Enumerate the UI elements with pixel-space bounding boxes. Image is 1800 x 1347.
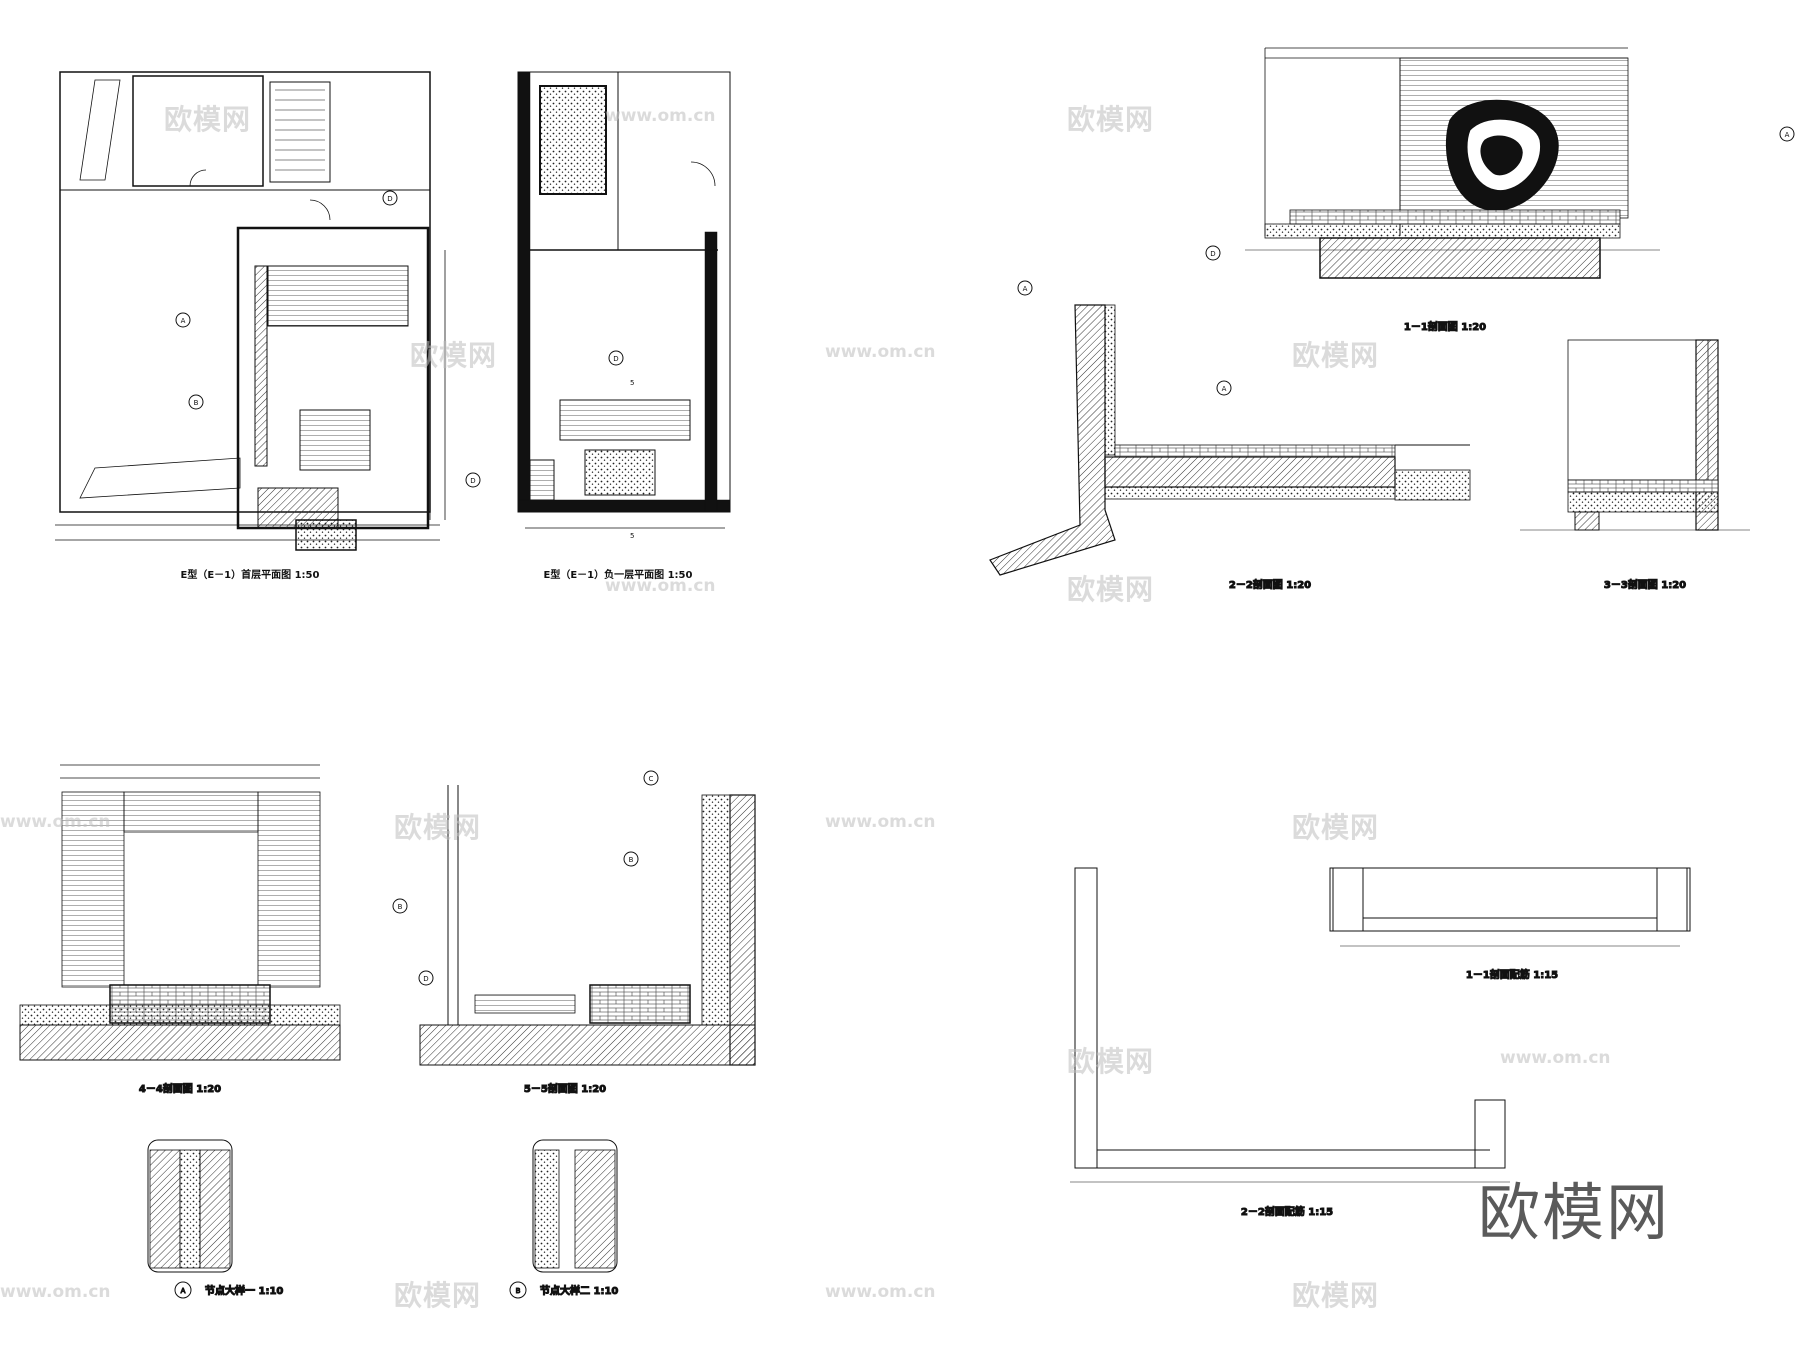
callout-b-s55: B bbox=[629, 856, 634, 864]
section-2-2: 2－2剖面图 1:20 bbox=[989, 304, 1471, 592]
detail-b: B 节点大样二 1:10 bbox=[509, 1139, 619, 1299]
callout-d2: D bbox=[613, 355, 618, 363]
title-rebar-2-2: 2－2剖面配筋 1:15 bbox=[1241, 1205, 1333, 1218]
plan-basement bbox=[517, 71, 731, 529]
title-rebar-1-1: 1－1剖面配筋 1:15 bbox=[1466, 968, 1558, 981]
callout-a-s22: A bbox=[1023, 285, 1028, 293]
section-5-5-callouts: C B D B bbox=[392, 770, 659, 986]
callout-d-s55: D bbox=[423, 975, 428, 983]
callout-a2-s22: A bbox=[1222, 385, 1227, 393]
callout-d3: D bbox=[470, 477, 475, 485]
section-5-5: 5－5剖面图 1:20 bbox=[419, 785, 756, 1096]
section-3-3: 3－3剖面图 1:20 bbox=[1520, 339, 1750, 592]
section-1-1: 1－1剖面图 1:20 bbox=[1245, 47, 1660, 334]
section-4-4: 4－4剖面图 1:20 bbox=[19, 764, 341, 1096]
callout-c-s55: C bbox=[649, 775, 654, 783]
title-section-4-4: 4－4剖面图 1:20 bbox=[139, 1082, 221, 1095]
callout-d: D bbox=[387, 195, 392, 203]
section-mark-5b: 5 bbox=[630, 532, 634, 540]
title-detail-b: 节点大样二 1:10 bbox=[540, 1284, 618, 1297]
callout-a-detail: A bbox=[181, 1287, 186, 1295]
callout-a-s11: A bbox=[1785, 131, 1790, 139]
rebar-section-1-1: 1－1剖面配筋 1:15 bbox=[1329, 867, 1691, 982]
section-2-2-callouts: A A bbox=[1017, 280, 1232, 396]
plan-basement-callouts: D D 5 5 E型（E－1）负一层平面图 1:50 bbox=[465, 350, 693, 581]
brand-logo-text: 欧模网 bbox=[1478, 1176, 1671, 1249]
plan-ground-floor bbox=[55, 71, 446, 551]
title-detail-a: 节点大样一 1:10 bbox=[205, 1284, 283, 1297]
title-plan-basement: E型（E－1）负一层平面图 1:50 bbox=[544, 568, 693, 581]
title-section-3-3: 3－3剖面图 1:20 bbox=[1604, 578, 1686, 591]
callout-a: A bbox=[181, 317, 186, 325]
callout-d-s11: D bbox=[1210, 250, 1215, 258]
plan-ground-callouts: A B D E型（E－1）首层平面图 1:50 bbox=[175, 190, 398, 581]
callout-b: B bbox=[194, 399, 199, 407]
callout-b-detail: B bbox=[516, 1287, 521, 1295]
section-1-1-callouts: A D bbox=[1205, 126, 1795, 261]
title-section-2-2: 2－2剖面图 1:20 bbox=[1229, 578, 1311, 591]
section-mark-5: 5 bbox=[630, 379, 634, 387]
detail-a: A 节点大样一 1:10 bbox=[147, 1139, 284, 1299]
title-plan-ground: E型（E－1）首层平面图 1:50 bbox=[181, 568, 320, 581]
title-section-5-5: 5－5剖面图 1:20 bbox=[524, 1082, 606, 1095]
title-section-1-1: 1－1剖面图 1:20 bbox=[1404, 320, 1486, 333]
rebar-section-2-2: 2－2剖面配筋 1:15 bbox=[1070, 867, 1510, 1219]
callout-b-s44: B bbox=[398, 903, 403, 911]
